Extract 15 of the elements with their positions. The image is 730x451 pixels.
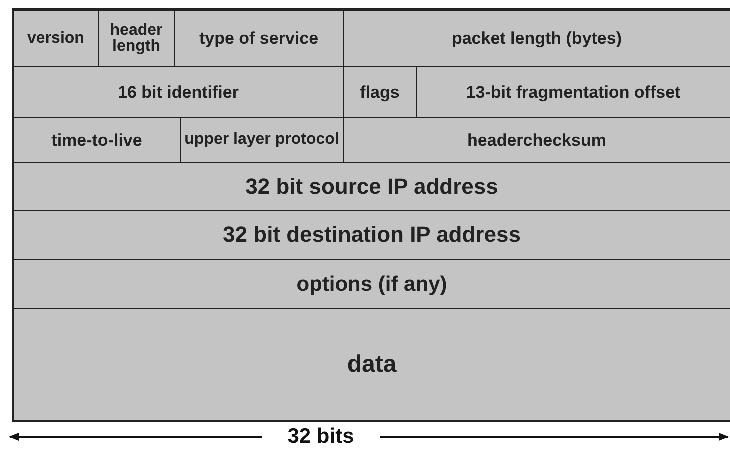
- field-name: headerchecksum: [468, 132, 606, 148]
- field-name: time-to-live: [52, 132, 142, 148]
- field-name: options (if any): [296, 274, 448, 294]
- field-name: 13-bit fragmentation offset: [466, 84, 681, 100]
- field-name: header length: [109, 22, 164, 54]
- field-name: 32 bit destination IP address: [223, 224, 521, 246]
- field-name: packet length (bytes): [452, 30, 622, 47]
- field-name: version: [28, 30, 84, 46]
- dimension-label: 32 bits: [286, 425, 356, 449]
- field-name: 16 bit identifier: [118, 84, 239, 100]
- field-name: type of service: [199, 30, 319, 47]
- field-name: data: [347, 352, 397, 376]
- field-name: flags: [360, 84, 400, 100]
- field-name: upper layer protocol: [184, 132, 340, 148]
- field-name: 32 bit source IP address: [246, 176, 498, 198]
